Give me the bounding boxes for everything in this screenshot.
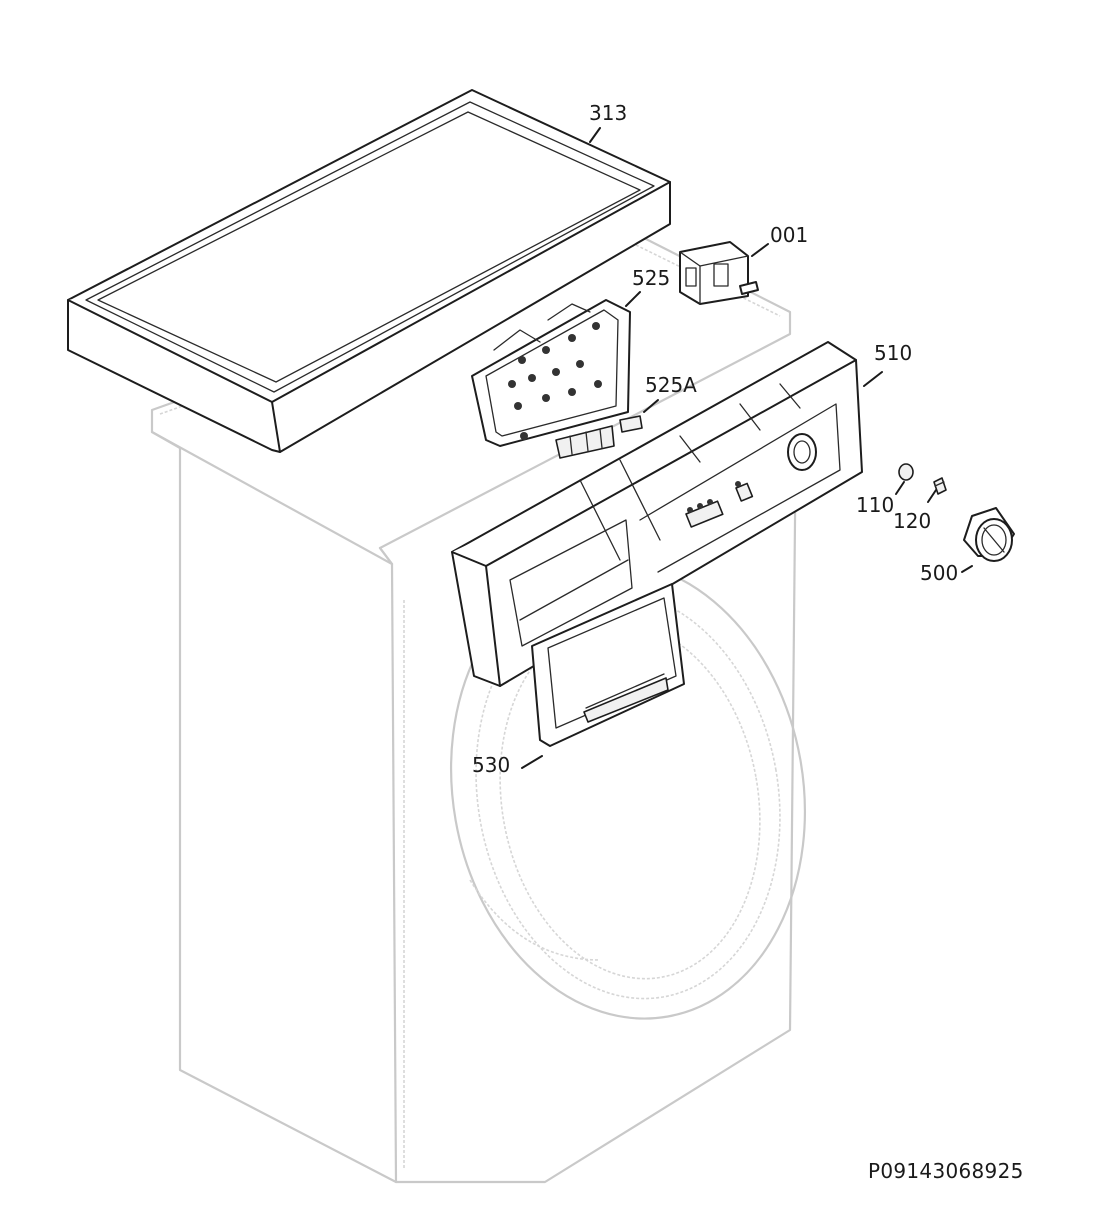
callout-120: 120: [893, 509, 931, 533]
knob-cap: [898, 463, 914, 481]
push-buttons: [555, 415, 643, 459]
callout-500: 500: [920, 561, 958, 585]
diagram-reference-code: P09143068925: [868, 1159, 1024, 1183]
leader-lines: [521, 127, 973, 769]
callout-525: 525: [632, 266, 670, 290]
program-knob: [963, 507, 1015, 562]
selector-switch: [679, 241, 759, 305]
callout-313: 313: [589, 101, 627, 125]
worktop-lid: [67, 89, 671, 453]
control-panel: [451, 341, 863, 687]
callout-510: 510: [874, 341, 912, 365]
callout-525a: 525A: [645, 373, 697, 397]
callout-labels: 313 001 525 525A 510 110 120 500 530: [472, 101, 958, 777]
detergent-drawer: [531, 583, 685, 747]
callout-530: 530: [472, 753, 510, 777]
callout-110: 110: [856, 493, 894, 517]
callout-001: 001: [770, 223, 808, 247]
electronic-board: [471, 299, 631, 447]
